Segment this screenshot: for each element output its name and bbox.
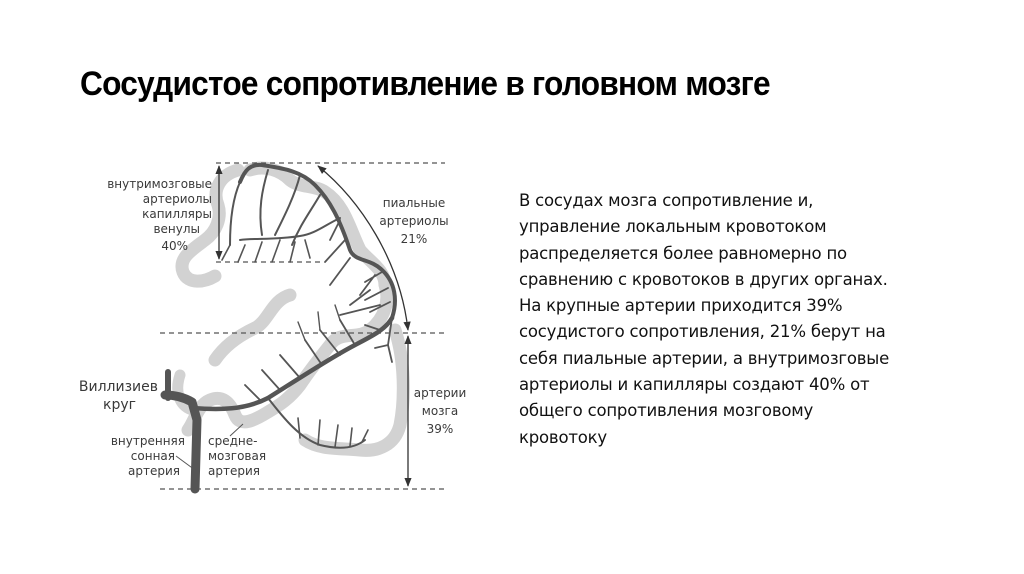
svg-text:39%: 39% [427, 422, 454, 436]
svg-text:круг: круг [103, 397, 136, 413]
body-line: В сосудах мозга сопротивление и, [519, 191, 814, 210]
body-line: сосудистого сопротивления, 21% берут на [519, 322, 886, 342]
svg-text:артериолы: артериолы [143, 192, 212, 206]
svg-text:артериолы: артериолы [379, 214, 448, 228]
svg-text:пиальные: пиальные [383, 196, 445, 210]
svg-text:артерии: артерии [414, 386, 467, 400]
middle-cerebral-artery [189, 315, 395, 412]
svg-text:мозговая: мозговая [208, 449, 266, 463]
body-line: сравнению с кровотоков в других органах. [519, 269, 888, 289]
svg-text:артерия: артерия [208, 464, 260, 478]
cortex-band [175, 161, 410, 457]
body-line: артериолы и капилляры создают 40% от [519, 375, 870, 395]
label-pial: пиальные артериолы 21% [379, 196, 448, 246]
label-internal-carotid: внутренняя сонная артерия [111, 434, 196, 478]
svg-text:21%: 21% [401, 232, 428, 246]
body-line: общего сопротивления мозговому [519, 401, 814, 421]
body-line: распределяется более равномерно по [519, 243, 847, 263]
vessels [160, 162, 397, 494]
svg-text:Виллизиев: Виллизиев [79, 379, 158, 395]
svg-text:средне-: средне- [208, 434, 257, 448]
svg-text:внутренняя: внутренняя [111, 434, 185, 448]
svg-text:капилляры: капилляры [142, 207, 212, 221]
svg-text:артерия: артерия [128, 464, 180, 478]
label-intracerebral: внутримозговые артериолы капилляры венул… [107, 177, 212, 253]
svg-text:венулы: венулы [153, 222, 200, 236]
svg-text:40%: 40% [161, 239, 188, 253]
slide-title: Сосудистое сопротивление в головном мозг… [80, 65, 771, 103]
svg-text:внутримозговые: внутримозговые [107, 177, 212, 191]
body-line: кровотоку [519, 427, 607, 447]
svg-text:мозга: мозга [422, 404, 458, 418]
body-line: себя пиальные артерии, а внутримозговые [519, 348, 890, 368]
label-brain-arteries: артерии мозга 39% [414, 386, 467, 436]
label-middle-cerebral: средне- мозговая артерия [208, 423, 266, 478]
body-line: управление локальным кровотоком [519, 217, 827, 237]
pial-artery [238, 162, 397, 320]
body-text: В сосудах мозга сопротивление и, управле… [519, 188, 979, 451]
body-line: На крупные артерии приходится 39% [519, 296, 843, 316]
label-willis-circle: Виллизиев круг [79, 379, 158, 413]
svg-text:сонная: сонная [131, 449, 175, 463]
arrow-21 [317, 165, 411, 331]
